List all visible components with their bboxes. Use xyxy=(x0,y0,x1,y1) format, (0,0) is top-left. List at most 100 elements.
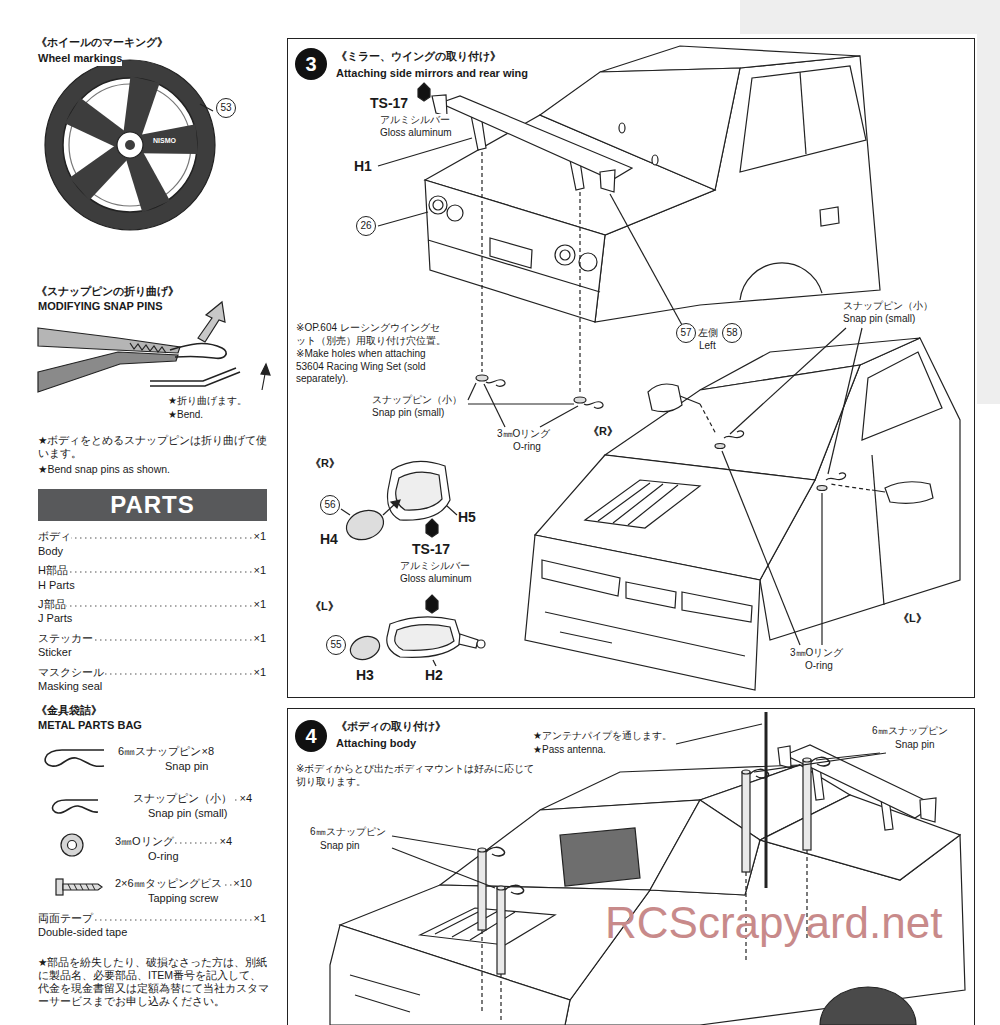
body-mount-drawing xyxy=(742,770,750,774)
rear-body-drawing xyxy=(740,66,866,172)
part-quantity: ×1 xyxy=(253,598,266,612)
dot-leaders xyxy=(60,605,252,606)
callout-number: 58 xyxy=(722,323,742,343)
rear-body-drawing xyxy=(584,402,603,409)
body-mount-drawing xyxy=(803,760,811,850)
part-code: H3 xyxy=(356,667,374,685)
rear-body-drawing xyxy=(486,380,505,387)
metal-parts-icons xyxy=(52,800,98,813)
part-quantity: ×1 xyxy=(253,530,266,544)
part-name: O-ring xyxy=(148,850,179,864)
body-mount-drawing xyxy=(330,925,570,1025)
parts-header-text: PARTS xyxy=(110,491,195,519)
callout-number-text: 55 xyxy=(330,640,341,650)
rear-body-drawing xyxy=(378,138,472,166)
body-mount-drawing xyxy=(505,885,524,894)
pliers-drawing xyxy=(150,368,236,381)
part-code: H5 xyxy=(458,509,476,527)
part-name: Snap pin (small) xyxy=(372,407,444,420)
part-quantity: ×8 xyxy=(201,745,214,759)
part-name: Snap pin (small) xyxy=(148,807,227,821)
mirror-parts-drawing xyxy=(341,461,485,666)
section-heading: 《金具袋詰》 xyxy=(36,704,102,718)
metal-parts-icons xyxy=(56,879,63,895)
rear-body-drawing xyxy=(418,83,430,101)
body-mount-drawing xyxy=(392,848,495,888)
body-mount-drawing xyxy=(820,987,916,1025)
front-body-drawing xyxy=(700,404,716,434)
part-name: O-ring xyxy=(805,660,833,673)
step-title: 《ボディの取り付け》 xyxy=(336,719,446,733)
body-mount-drawing xyxy=(330,712,965,1025)
rear-body-drawing xyxy=(378,212,428,226)
callout-number-text: 26 xyxy=(360,221,371,231)
body-mount-drawing xyxy=(350,975,420,1012)
metal-parts-icons xyxy=(45,750,104,766)
body-mount-drawing xyxy=(778,746,791,768)
front-body-drawing xyxy=(862,352,942,440)
body-mount-drawing xyxy=(920,798,936,822)
wheel-drawing xyxy=(125,140,135,150)
mirror-parts-drawing xyxy=(447,506,457,515)
front-body-drawing xyxy=(545,612,745,656)
part-name: 3㎜Oリング xyxy=(790,647,843,660)
part-quantity: ×4 xyxy=(219,835,232,849)
metal-parts-icons xyxy=(45,750,104,895)
callout-number: 56 xyxy=(320,495,340,515)
parts-header: PARTS xyxy=(38,489,267,521)
mirror-parts-drawing xyxy=(341,509,350,515)
part-name: スナップピン（小） xyxy=(133,792,232,806)
paint-code: TS-17 xyxy=(370,95,408,113)
mirror-parts-drawing xyxy=(387,617,462,658)
step-title: 《ミラー、ウイングの取り付け》 xyxy=(336,49,501,63)
front-body-drawing xyxy=(817,486,827,491)
part-name: 6㎜スナップピン xyxy=(310,826,386,839)
pliers-drawing xyxy=(262,374,265,390)
front-body-drawing xyxy=(585,480,700,528)
pliers-drawing xyxy=(261,364,270,375)
part-name: スナップピン（小） xyxy=(372,394,462,407)
rear-body-drawing xyxy=(432,95,447,116)
callout-number: 55 xyxy=(326,635,346,655)
front-body-drawing xyxy=(525,535,760,690)
part-quantity: ×1 xyxy=(253,912,266,926)
rear-body-drawing xyxy=(820,207,839,226)
metal-parts-icons xyxy=(68,841,77,850)
part-name: ボディ xyxy=(38,530,71,544)
dot-leaders xyxy=(60,571,252,572)
mirror-parts-drawing xyxy=(459,634,478,648)
rear-body-drawing xyxy=(540,406,578,427)
rear-body-drawing xyxy=(574,397,586,403)
metal-parts-icons xyxy=(63,884,102,890)
part-name: 6㎜スナップピン xyxy=(872,725,948,738)
view-label: 《L》 xyxy=(310,600,339,614)
callout-number: 53 xyxy=(216,98,236,118)
front-body-drawing xyxy=(724,431,744,438)
body-mount-drawing xyxy=(497,888,505,974)
pliers-drawing xyxy=(170,344,226,359)
rear-body-drawing xyxy=(800,72,806,154)
callout-number: 57 xyxy=(676,323,696,343)
callout-number: 26 xyxy=(356,216,376,236)
front-body-drawing xyxy=(598,483,678,525)
wheel-drawing xyxy=(45,60,215,230)
part-name: Tapping screw xyxy=(148,892,218,906)
section-heading: 《スナップピンの折り曲げ》 xyxy=(36,285,179,299)
rear-body-drawing xyxy=(560,250,570,260)
front-body-drawing xyxy=(626,582,676,608)
part-quantity: ×4 xyxy=(239,792,252,806)
body-mount-drawing xyxy=(478,848,486,852)
part-name: 2×6㎜タッピングビス xyxy=(115,877,222,891)
callout-number-text: 56 xyxy=(324,500,335,510)
section-heading: MODIFYING SNAP PINS xyxy=(38,300,162,314)
front-body-drawing xyxy=(525,328,960,690)
front-body-drawing xyxy=(872,455,884,605)
front-body-drawing xyxy=(680,396,700,404)
wheel-drawing xyxy=(65,76,198,212)
part-name: Snap pin xyxy=(165,760,208,774)
front-body-drawing xyxy=(730,328,846,434)
dot-leaders xyxy=(60,537,252,538)
front-body-drawing xyxy=(826,473,846,480)
rear-body-drawing xyxy=(652,155,658,165)
